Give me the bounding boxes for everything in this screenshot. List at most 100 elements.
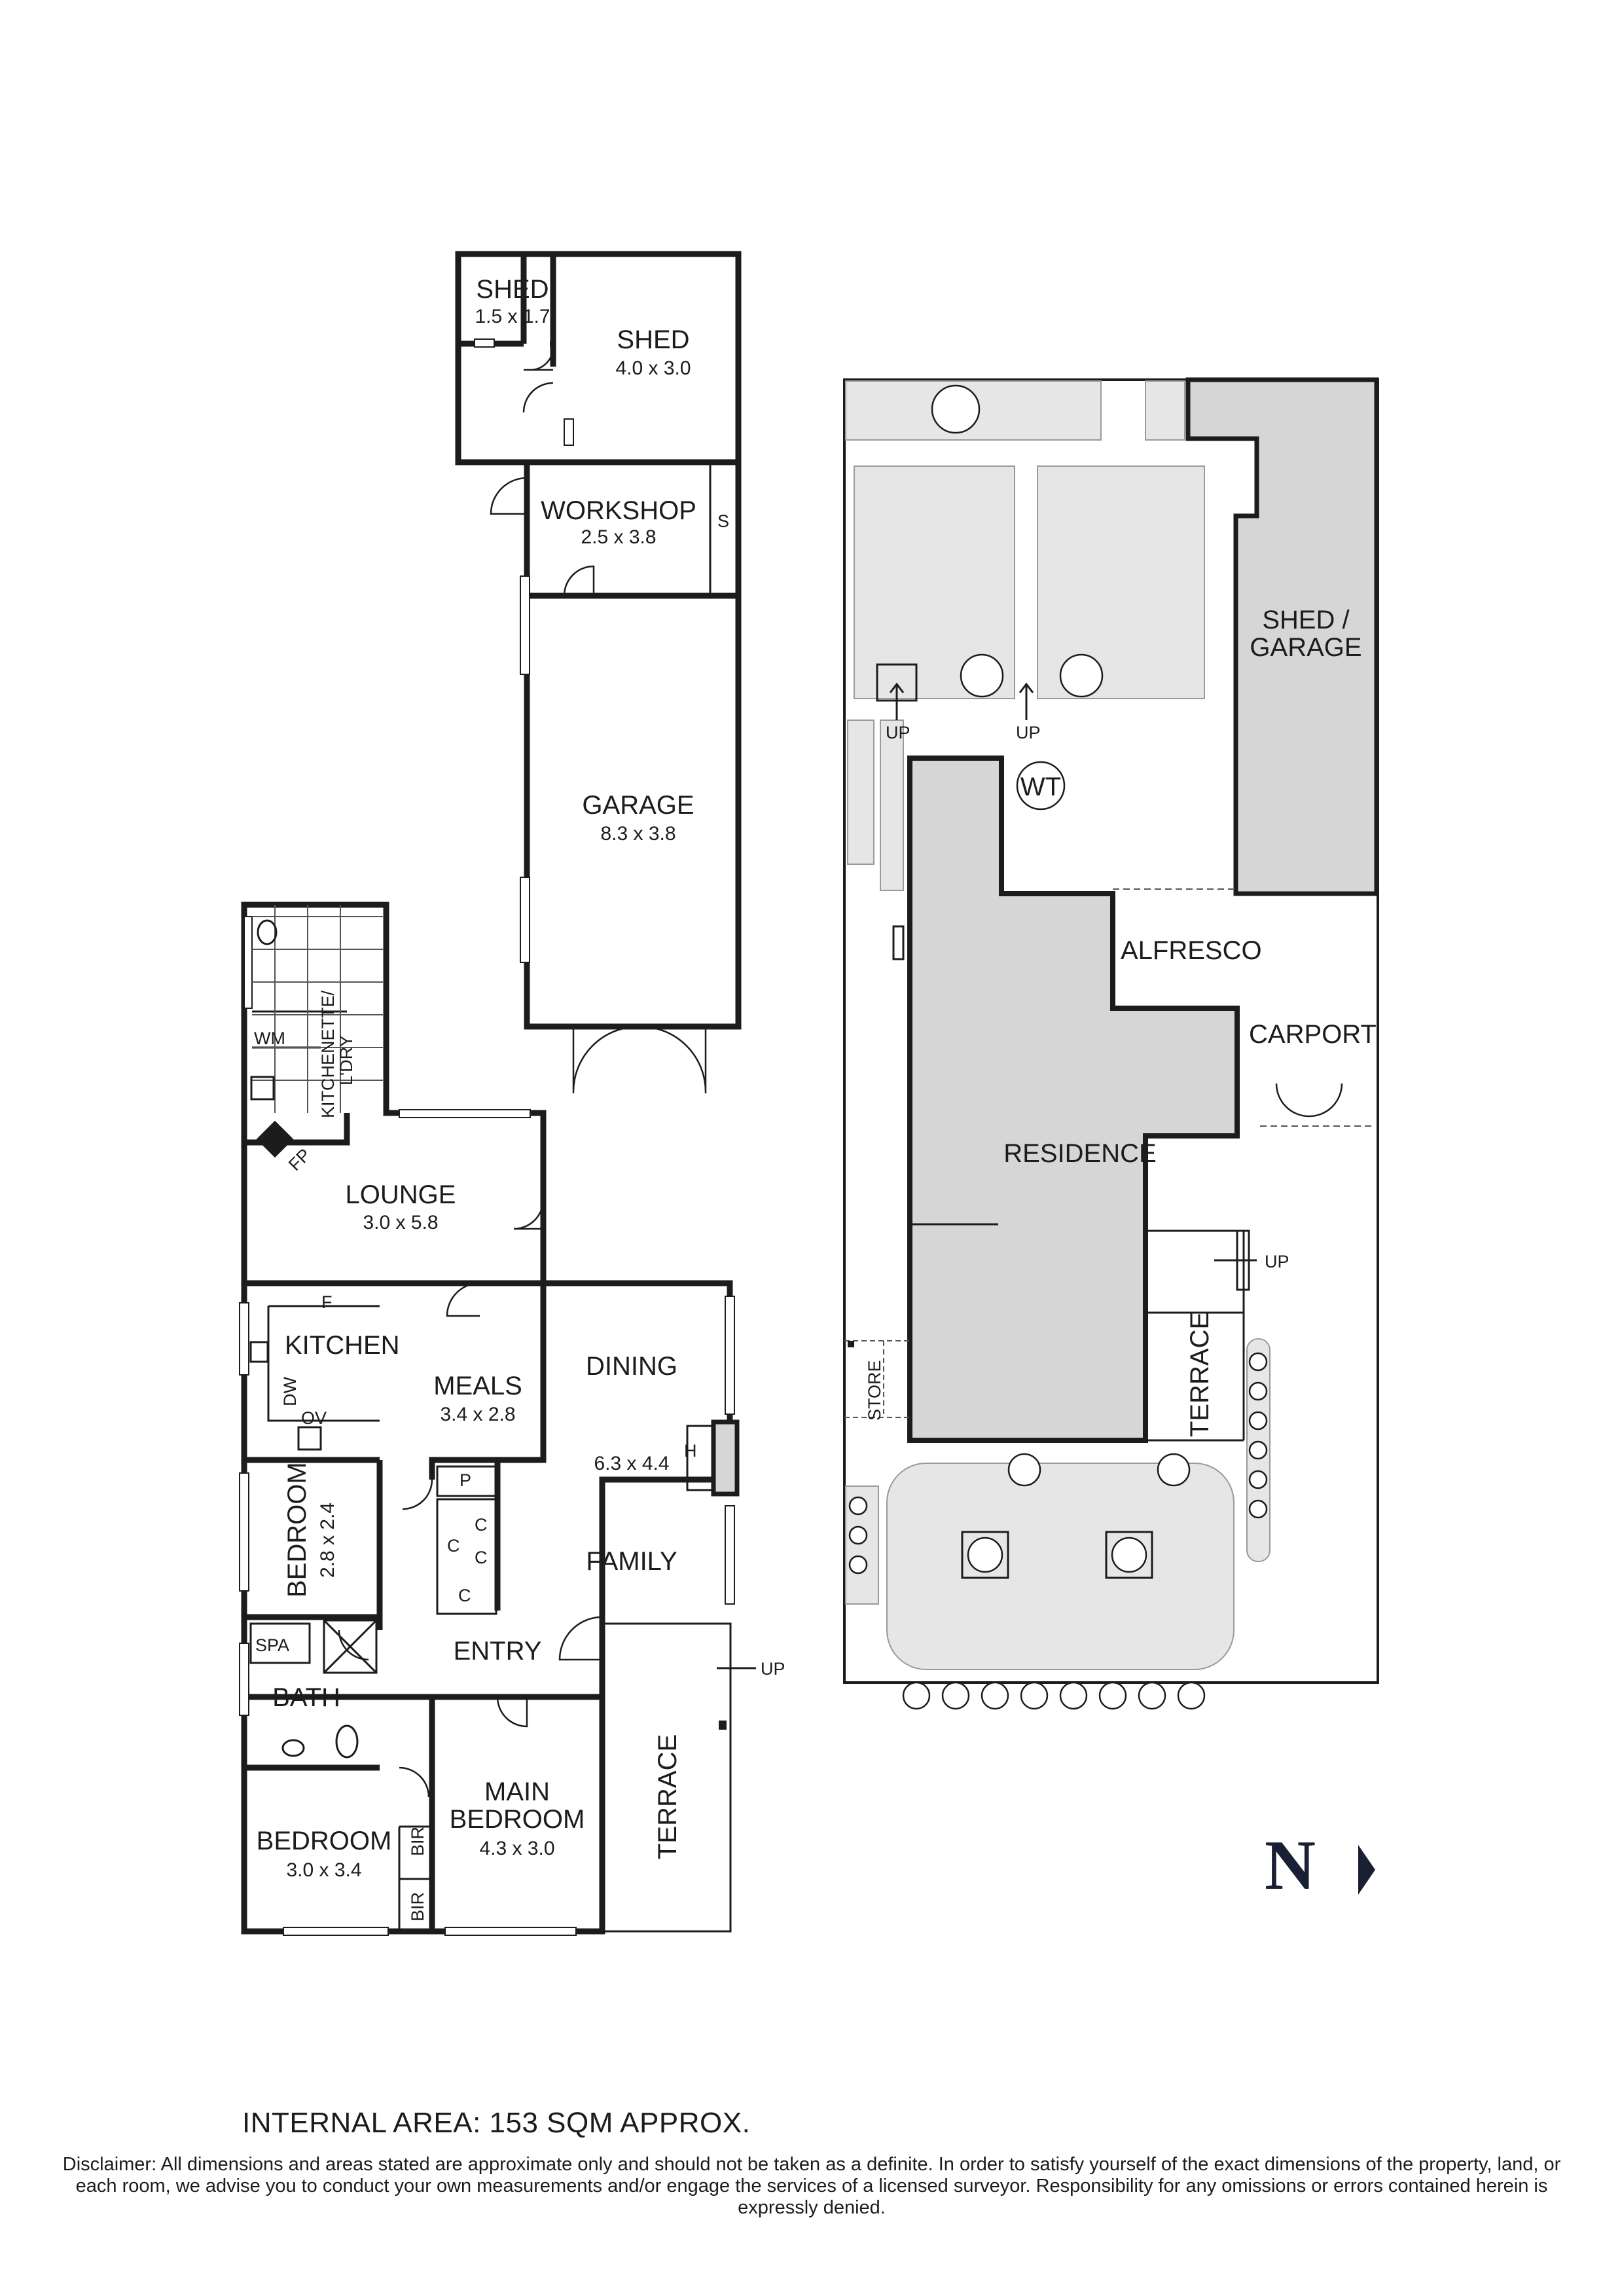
main-bedroom-label-1: MAIN [484, 1777, 550, 1806]
bir-label-1: BIR [408, 1827, 427, 1856]
bedroom2-dim: 2.8 x 2.4 [317, 1503, 338, 1578]
workshop-store-label: S [717, 511, 729, 531]
shed-window-2 [564, 418, 574, 446]
tree-icon [941, 1681, 970, 1710]
store-post [848, 1341, 854, 1347]
bedroom3-door [399, 1766, 430, 1798]
lounge-window [399, 1109, 531, 1118]
site-terrace-label: TERRACE [1185, 1312, 1214, 1437]
fireplace-block [711, 1419, 740, 1497]
tree-icon [1248, 1470, 1268, 1489]
terrace-up-label: UP [761, 1659, 785, 1679]
workshop-dim: 2.5 x 3.8 [581, 526, 656, 548]
site-plan: SHED / GARAGE WT ALFRESCO CARPORT RESIDE… [843, 377, 1379, 1710]
shower-drain [323, 1619, 378, 1674]
bath-toilet [335, 1724, 359, 1758]
spa-label: SPA [255, 1635, 289, 1655]
bedroom2-label: BEDROOM [283, 1462, 312, 1597]
residence-building [907, 756, 1240, 1443]
kitchen-sink [249, 1341, 269, 1363]
cupboard-label-4: C [458, 1586, 471, 1605]
kitchenette-window [243, 916, 253, 1009]
main-bedroom-window [444, 1927, 577, 1936]
entry-door [558, 1616, 603, 1661]
meter-box [892, 925, 905, 960]
family-window [725, 1505, 735, 1605]
site-up-label-3: UP [1265, 1252, 1289, 1271]
main-bedroom-dim: 4.3 x 3.0 [479, 1838, 554, 1859]
pantry [436, 1465, 497, 1497]
side-path-2 [880, 720, 904, 891]
house [239, 902, 756, 1936]
fp-label: FP [285, 1145, 315, 1175]
cupboards [436, 1498, 497, 1615]
shed-garage-label-2: GARAGE [1250, 633, 1361, 662]
bedroom3-label: BEDROOM [257, 1827, 392, 1855]
alfresco-label: ALFRESCO [1121, 936, 1262, 965]
residence-label: RESIDENCE [1003, 1139, 1156, 1168]
fridge-label: F [321, 1292, 333, 1312]
tree-icon [981, 1681, 1009, 1710]
up-arrow-icon [889, 682, 905, 720]
lounge-label: LOUNGE [346, 1180, 456, 1209]
fireplace-symbol [256, 1120, 294, 1158]
compass-letter: N [1265, 1827, 1316, 1904]
bedroom2-window [239, 1472, 249, 1592]
workshop-garage-door [563, 565, 595, 596]
terrace-outline-site [1145, 1230, 1245, 1442]
garage-door-right [640, 1025, 707, 1094]
shed-label: SHED [617, 325, 689, 354]
planter-1 [961, 1531, 1009, 1579]
tree-icon [1248, 1381, 1268, 1401]
side-hedge-trees [848, 1352, 1268, 1575]
kitchen-oven [297, 1426, 322, 1451]
floor-plan: SHED 1.5 x 1.7 SHED 4.0 x 3.0 WORKSHOP 2… [239, 251, 785, 1936]
garage-door-left [572, 1025, 640, 1094]
shed-dim: 4.0 x 3.0 [615, 357, 691, 379]
tree-icon [902, 1681, 931, 1710]
garage-window-2 [520, 877, 530, 963]
pantry-wall [432, 1457, 501, 1611]
shed-small-label: SHED [476, 275, 549, 304]
shed-garage-label-1: SHED / [1262, 606, 1350, 634]
north-arrow-icon [1358, 1845, 1375, 1895]
cupboard-label-3: C [475, 1548, 488, 1567]
dining-family-dim: 6.3 x 4.4 [594, 1453, 669, 1474]
tree-icon [1020, 1681, 1049, 1710]
bir-cupboards [398, 1825, 433, 1931]
tree-icon [931, 384, 981, 434]
entry-label: ENTRY [454, 1637, 542, 1666]
tree-icon [1248, 1411, 1268, 1430]
tree-icon [1138, 1681, 1166, 1710]
site-up-label-1: UP [886, 723, 910, 742]
tree-icon [1248, 1440, 1268, 1460]
shed-small-door [524, 346, 554, 371]
workshop-label: WORKSHOP [541, 496, 696, 525]
bedroom3-window [283, 1927, 389, 1936]
water-tank-icon [1016, 761, 1066, 811]
spa-bath [249, 1622, 311, 1664]
store-label: STORE [865, 1360, 884, 1421]
family-label: FAMILY [586, 1547, 677, 1576]
bath-basin [281, 1739, 305, 1757]
tree-icon [848, 1555, 868, 1575]
kitchenette-label-1: KITCHENETTE/ [318, 990, 338, 1118]
tree-icon [1248, 1499, 1268, 1519]
up-arrow-icon [1018, 682, 1034, 720]
heater-label: H [684, 1441, 697, 1461]
main-bedroom-label-2: BEDROOM [450, 1805, 585, 1834]
terrace-post [719, 1721, 727, 1730]
site-up-label-2: UP [1016, 723, 1041, 742]
tree-icon [1059, 1681, 1088, 1710]
tree-icon [1098, 1681, 1127, 1710]
shed-small-dim: 1.5 x 1.7 [475, 306, 550, 327]
front-hedge-trees [902, 1681, 1206, 1710]
meals-dim: 3.4 x 2.8 [440, 1404, 515, 1425]
shed-garage-building [1185, 377, 1379, 896]
garage-dim: 8.3 x 3.8 [600, 823, 676, 845]
kitchen-bench [267, 1305, 380, 1422]
main-bedroom-door [496, 1696, 528, 1728]
tree-icon [1059, 653, 1104, 698]
wt-label: WT [1020, 773, 1061, 801]
